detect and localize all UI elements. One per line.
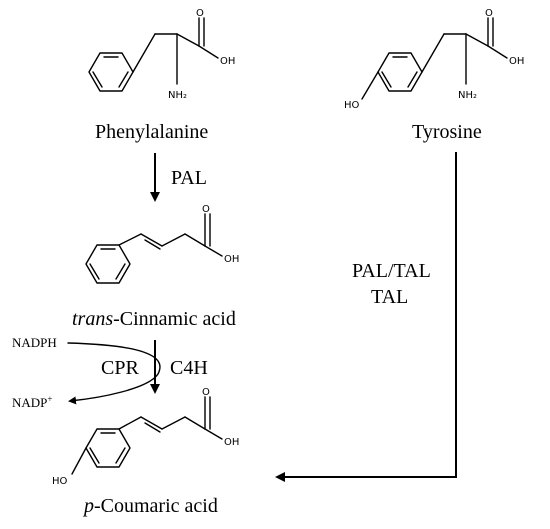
p-coumaric-acid-name-rest: -Coumaric acid [94, 495, 218, 517]
pal-tal-arrow [275, 152, 457, 482]
pal-tal-label: PAL/TAL [352, 260, 431, 282]
p-coumaric-acid-name-italic: p [82, 495, 94, 517]
pal-label: PAL [171, 167, 207, 189]
nadph-to-nadp-curve [67, 342, 161, 405]
coumaric-ho-label: HO [52, 476, 68, 487]
c4h-label: C4H [170, 357, 208, 379]
cpr-label: CPR [101, 357, 139, 379]
phenylalanine-o-label: O [196, 8, 204, 19]
cinnamic-oh-label: OH [224, 254, 239, 265]
cinnamic-o-label: O [202, 204, 210, 215]
nadp-label: NADP+ [12, 394, 52, 410]
p-coumaric-acid-structure: O OH HO [52, 387, 239, 487]
tyrosine-name: Tyrosine [412, 121, 482, 143]
nadph-label: NADPH [12, 335, 57, 350]
tyrosine-structure: O OH NH₂ HO [344, 8, 524, 111]
phenylalanine-structure: O OH NH₂ [88, 8, 235, 101]
trans-cinnamic-acid-name-rest: -Cinnamic acid [113, 308, 236, 330]
tyrosine-o-label: O [485, 8, 493, 19]
tal-label: TAL [371, 286, 408, 308]
trans-cinnamic-acid-structure: O OH [85, 204, 239, 284]
nadp-label-sup: + [47, 394, 52, 404]
phenylalanine-name: Phenylalanine [95, 121, 208, 143]
phenylalanine-oh-label: OH [220, 56, 235, 67]
p-coumaric-acid-name: p-Coumaric acid [82, 495, 218, 517]
tyrosine-ho-label: HO [344, 100, 360, 111]
coumaric-oh-label: OH [224, 437, 239, 448]
coumaric-o-label: O [202, 387, 210, 398]
tyrosine-nh2-label: NH₂ [458, 90, 477, 101]
trans-cinnamic-acid-name-italic: trans [72, 308, 113, 330]
tyrosine-oh-label: OH [509, 56, 524, 67]
nadp-label-base: NADP [12, 395, 47, 410]
trans-cinnamic-acid-name: trans-Cinnamic acid [72, 308, 236, 330]
phenylalanine-nh2-label: NH₂ [168, 90, 187, 101]
